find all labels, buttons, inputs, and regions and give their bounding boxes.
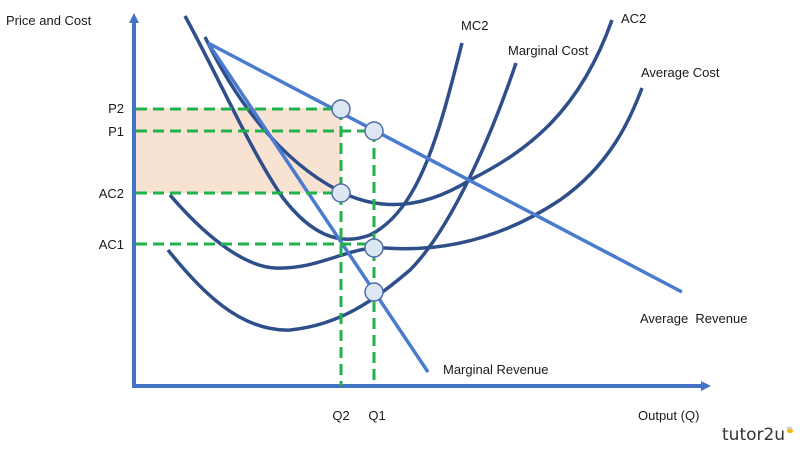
label-marginal-revenue: Marginal Revenue	[443, 362, 549, 377]
x-axis-label: Output (Q)	[638, 408, 699, 423]
point-p2-q2	[331, 99, 351, 119]
curve-mc2	[183, 15, 464, 241]
label-ac2: AC2	[621, 11, 646, 26]
point-ac2-q2	[331, 183, 351, 203]
curve-marginal-revenue	[206, 42, 430, 373]
y-tick-ac1: AC1	[99, 237, 124, 252]
y-tick-ac2: AC2	[99, 186, 124, 201]
y-axis-label: Price and Cost	[6, 13, 92, 28]
label-average-cost: Average Cost	[641, 65, 720, 80]
x-tick-q1: Q1	[368, 408, 385, 423]
curve-average-revenue	[207, 41, 683, 294]
label-average-revenue: Average Revenue	[640, 311, 747, 326]
label-marginal-cost: Marginal Cost	[508, 43, 589, 58]
bee-icon	[786, 426, 794, 433]
point-ac1-q1	[364, 238, 384, 258]
brand-logo-text: tutor2u	[722, 425, 785, 445]
curve-average-cost	[168, 87, 644, 270]
point-mr-mc-q1	[364, 282, 384, 302]
label-mc2: MC2	[461, 18, 488, 33]
point-p1-q1	[364, 121, 384, 141]
y-tick-p1: P1	[108, 124, 124, 139]
x-tick-q2: Q2	[332, 408, 349, 423]
y-tick-p2: P2	[108, 101, 124, 116]
